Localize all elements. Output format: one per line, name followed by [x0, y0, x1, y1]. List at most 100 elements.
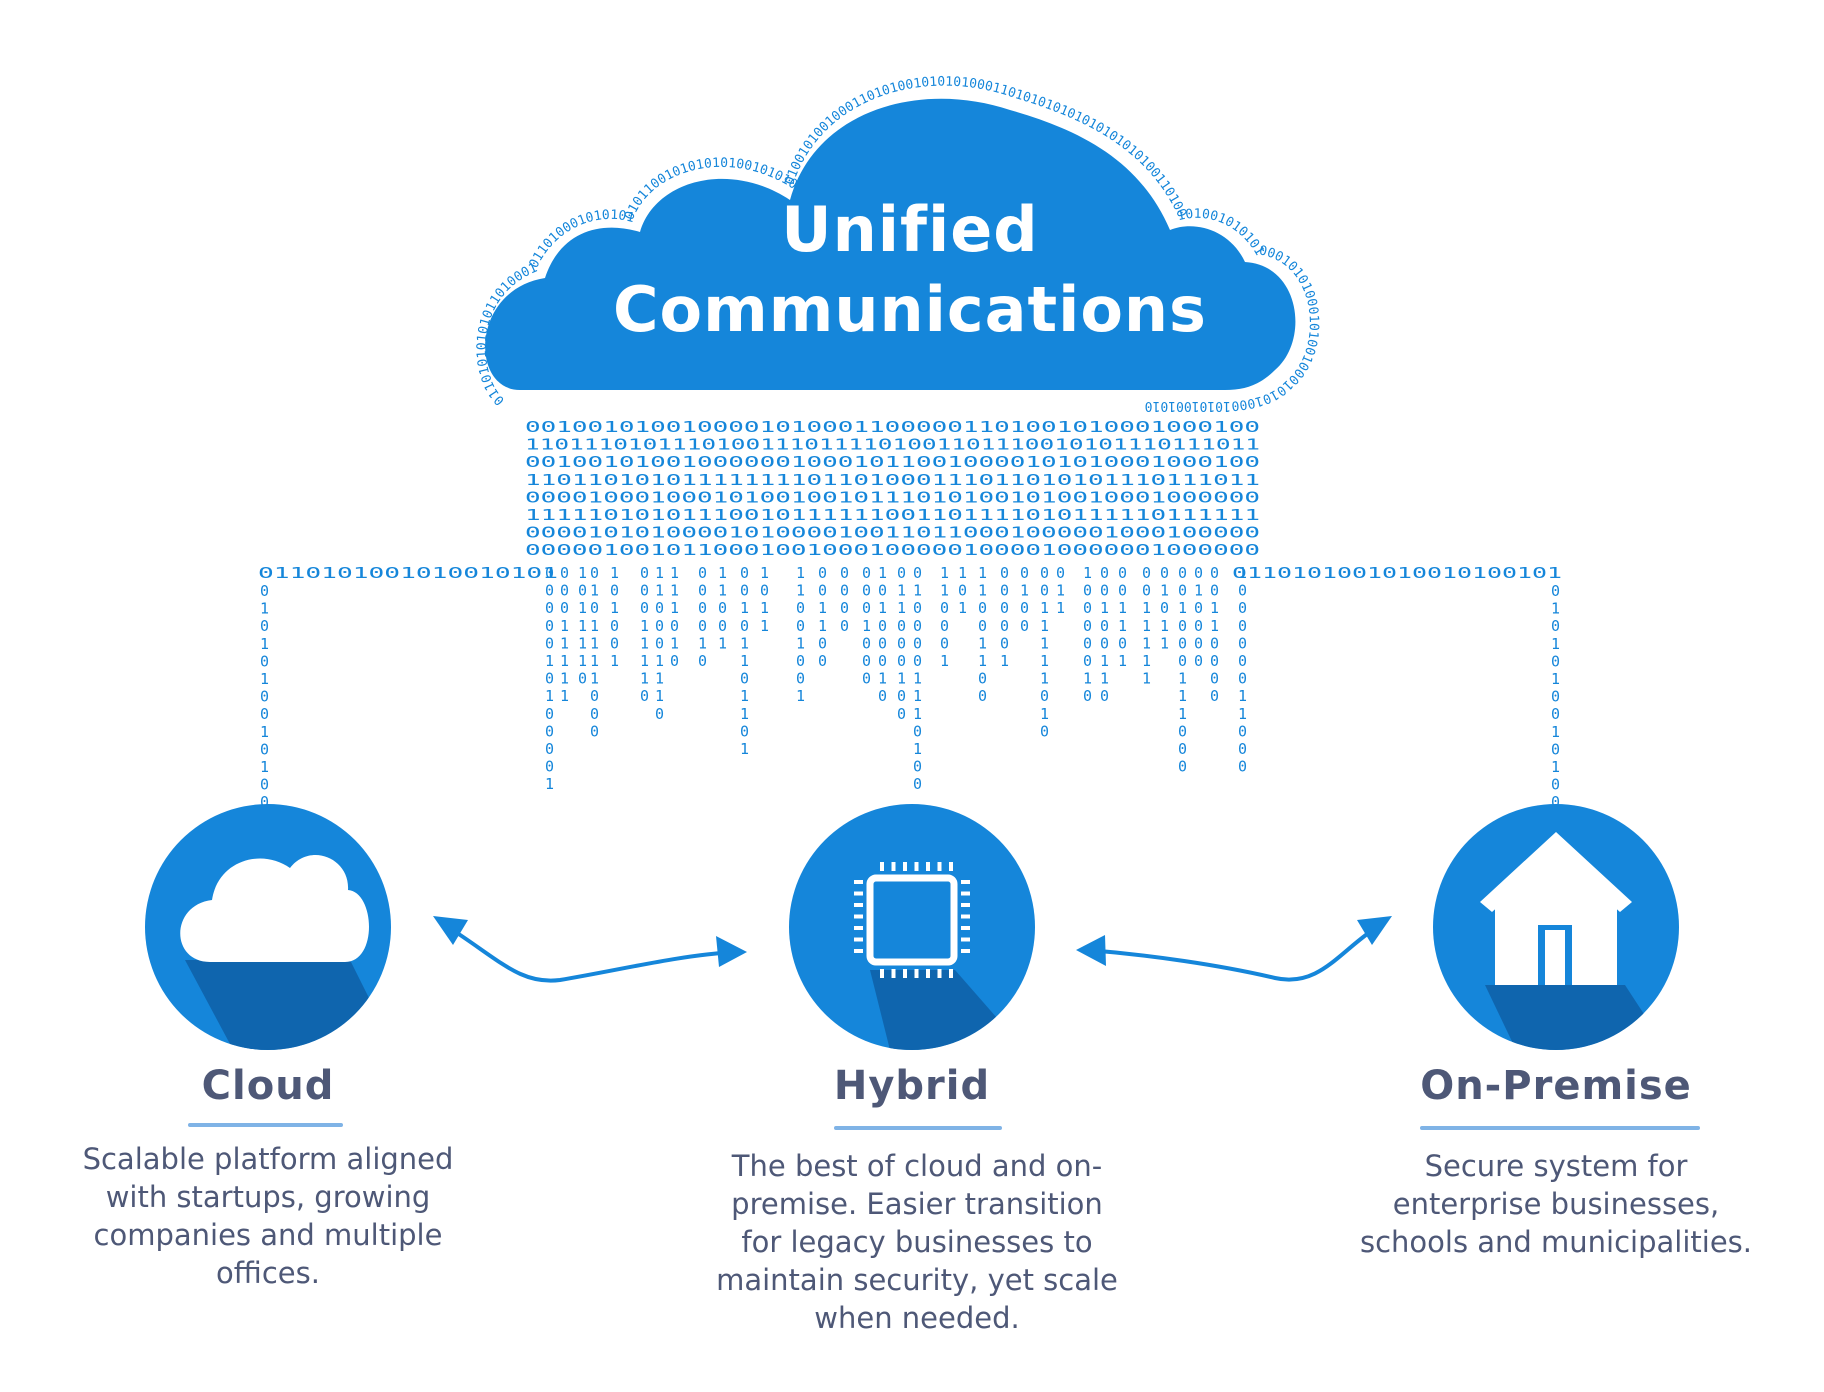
- binary-drip-digit: 0: [913, 617, 922, 635]
- binary-drip-digit: 1: [578, 652, 587, 670]
- binary-drip-digit: 0: [1000, 582, 1009, 600]
- chip-pin: [854, 937, 863, 942]
- chip-pin: [926, 969, 930, 978]
- binary-drip-digit: 1: [718, 564, 727, 582]
- binary-drip-digit: 1: [818, 617, 827, 635]
- binary-drip-digit: 1: [740, 599, 749, 617]
- binary-drip-digit: 1: [1142, 670, 1151, 688]
- arrow-head-left-2: [1076, 935, 1106, 966]
- binary-drip-digit: 1: [1160, 634, 1169, 652]
- binary-drip-digit: 1: [640, 634, 649, 652]
- binary-drip-digit: 0: [740, 722, 749, 740]
- binary-drip-digit: 0: [897, 617, 906, 635]
- binary-drip-digit: 1: [1100, 599, 1109, 617]
- chip-pin: [880, 969, 884, 978]
- chip-pin: [891, 862, 896, 871]
- binary-drip-digit: 1: [740, 634, 749, 652]
- binary-drip-digit: 0: [1000, 617, 1009, 635]
- binary-drip-digit: 1: [940, 582, 949, 600]
- binary-drip-digit: 0: [1100, 617, 1109, 635]
- binary-drip-digit: 0: [545, 634, 554, 652]
- binary-drip-digit: 0: [698, 599, 707, 617]
- binary-drip-digit: 0: [818, 582, 827, 600]
- binary-drip-digit: 0: [862, 634, 871, 652]
- binary-rain-row: 1101101010111111110110100011101101010111…: [525, 471, 1260, 489]
- binary-drip-digit: 0: [796, 652, 805, 670]
- binary-drip-digit: 1: [560, 670, 569, 688]
- binary-drip-digit: 0: [1083, 599, 1092, 617]
- binary-drip-digit: 0: [760, 582, 769, 600]
- binary-drip-digit: 0: [878, 687, 887, 705]
- binary-drip-digit: 0: [1178, 564, 1187, 582]
- chip-pin: [914, 862, 919, 871]
- binary-drip-digit: 0: [1178, 582, 1187, 600]
- binary-drip-digit: 0: [590, 687, 599, 705]
- left-drop-digit: 1: [260, 670, 269, 688]
- binary-drip-digit: 0: [878, 617, 887, 635]
- binary-drip-digit: 0: [1083, 582, 1092, 600]
- left-drop-digit: 0: [260, 740, 269, 758]
- binary-drip-digit: 1: [740, 705, 749, 723]
- binary-drip-digit: 0: [878, 582, 887, 600]
- binary-drip-digit: 0: [796, 617, 805, 635]
- binary-drip-digit: 0: [545, 758, 554, 776]
- binary-drip-digit: 0: [1160, 564, 1169, 582]
- binary-drip-digit: 0: [897, 634, 906, 652]
- chip-pin: [891, 969, 896, 978]
- binary-drip-digit: 0: [978, 599, 987, 617]
- binary-drip-digit: 0: [840, 617, 849, 635]
- binary-drip-digit: 0: [796, 670, 805, 688]
- binary-drip-digit: 1: [610, 652, 619, 670]
- binary-drip-digit: 0: [1118, 582, 1127, 600]
- binary-drip-digit: 0: [1083, 652, 1092, 670]
- underline-cloud: [188, 1123, 343, 1127]
- binary-drip-digit: 1: [590, 634, 599, 652]
- binary-drip-digit: 1: [740, 687, 749, 705]
- binary-drip-digit: 1: [1210, 617, 1219, 635]
- binary-drip-digit: 1: [958, 564, 967, 582]
- binary-drip-digit: 0: [1100, 634, 1109, 652]
- arrow-cloud-hybrid: [443, 923, 736, 983]
- binary-drip-digit: 1: [913, 582, 922, 600]
- binary-drip-digit: 0: [670, 652, 679, 670]
- binary-drip-digit: 1: [978, 652, 987, 670]
- binary-drip-digit: 0: [698, 652, 707, 670]
- binary-drip-digit: 1: [670, 599, 679, 617]
- binary-drip-digit: 0: [862, 670, 871, 688]
- left-drop-digit: 1: [260, 758, 269, 776]
- diagram-title: Unified Communications: [480, 190, 1340, 350]
- binary-drip-digit: 1: [862, 617, 871, 635]
- binary-drip-digit: 1: [718, 582, 727, 600]
- chip-pin: [961, 926, 970, 930]
- binary-drip-digit: 0: [978, 687, 987, 705]
- binary-drip-digit: 1: [940, 652, 949, 670]
- onpremise-node-circle: [1433, 804, 1679, 1050]
- node-label-hybrid: Hybrid: [833, 1063, 991, 1109]
- binary-drip-digit: 1: [545, 687, 554, 705]
- binary-drip-digit: 0: [545, 705, 554, 723]
- binary-drip-digit: 0: [560, 582, 569, 600]
- binary-drip-digit: 0: [940, 634, 949, 652]
- binary-drip-digit: 0: [1083, 687, 1092, 705]
- binary-drip-digit: 0: [718, 599, 727, 617]
- binary-drip-digit: 1: [940, 564, 949, 582]
- chip-pin: [854, 903, 863, 907]
- left-drop-digit: 0: [260, 617, 269, 635]
- binary-drip-digit: 1: [913, 670, 922, 688]
- left-drop-digit: 0: [260, 582, 269, 600]
- binary-drip-digit: 1: [578, 599, 587, 617]
- binary-drip-digit: 1: [1100, 652, 1109, 670]
- binary-drip-digit: 0: [913, 599, 922, 617]
- chip-pin: [926, 862, 930, 871]
- binary-drip-digit: 0: [840, 582, 849, 600]
- binary-drip-digit: 0: [1178, 617, 1187, 635]
- binary-drip-digit: 1: [818, 599, 827, 617]
- binary-drip-digit: 1: [897, 670, 906, 688]
- binary-drip-digit: 0: [913, 564, 922, 582]
- binary-drip-digit: 1: [670, 564, 679, 582]
- arrow-head-right-1: [716, 936, 747, 967]
- binary-drip-digit: 1: [1142, 599, 1151, 617]
- binary-drip-digit: 0: [560, 599, 569, 617]
